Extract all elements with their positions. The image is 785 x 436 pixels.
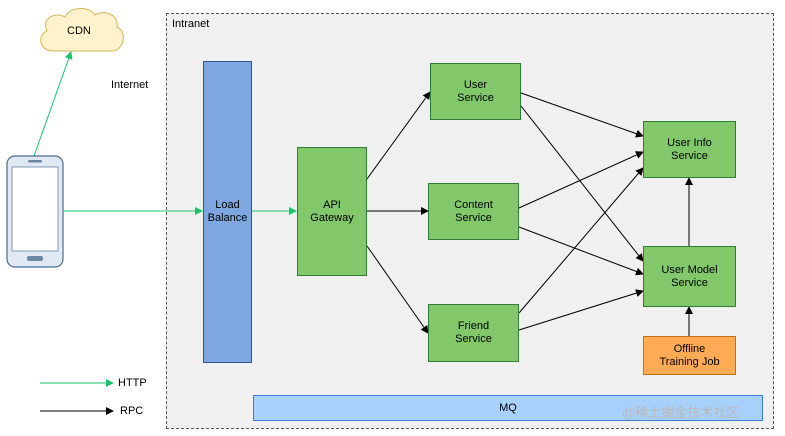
arrow-gateway-to-friend-service: [366, 245, 429, 334]
user-model-service-node: User Model Service: [643, 246, 736, 307]
arrow-content-to-userinfo: [518, 151, 644, 209]
arrow-friend-to-usermodel: [518, 289, 644, 331]
intranet-label: Intranet: [172, 18, 210, 30]
offline-training-job-label: Offline Training Job: [659, 342, 720, 368]
friend-service-node: Friend Service: [428, 304, 519, 362]
cdn-label: CDN: [67, 25, 91, 37]
offline-training-job-node: Offline Training Job: [643, 336, 736, 375]
legend-http-label: HTTP: [118, 377, 147, 389]
content-service-label: Content Service: [454, 198, 493, 224]
cdn-cloud-icon: [40, 8, 124, 52]
arrow-user-to-userinfo: [520, 92, 644, 138]
arrow-user-to-usermodel: [520, 105, 644, 262]
arrow-phone-to-cdn: [33, 51, 73, 157]
user-info-service-node: User Info Service: [643, 121, 736, 178]
load-balance-label: Load Balance: [207, 199, 248, 224]
api-gateway-label: API Gateway: [310, 198, 354, 224]
user-info-service-label: User Info Service: [667, 136, 712, 162]
arrow-gateway-to-user-service: [366, 91, 431, 180]
mq-label: MQ: [499, 401, 517, 414]
arrow-friend-to-userinfo: [518, 167, 644, 314]
content-service-node: Content Service: [428, 183, 519, 240]
friend-service-label: Friend Service: [455, 320, 492, 345]
user-service-label: User Service: [457, 78, 494, 104]
arrow-content-to-usermodel: [518, 226, 644, 276]
load-balance-node: Load Balance: [203, 61, 252, 363]
smartphone-icon: [6, 155, 64, 268]
user-model-service-label: User Model Service: [661, 263, 718, 289]
internet-label: Internet: [111, 79, 149, 91]
watermark-text: @稀土掘金技术社区: [622, 405, 740, 420]
api-gateway-node: API Gateway: [297, 147, 367, 276]
legend-rpc-label: RPC: [120, 405, 144, 417]
mq-node: MQ: [253, 395, 763, 421]
user-service-node: User Service: [430, 63, 521, 120]
